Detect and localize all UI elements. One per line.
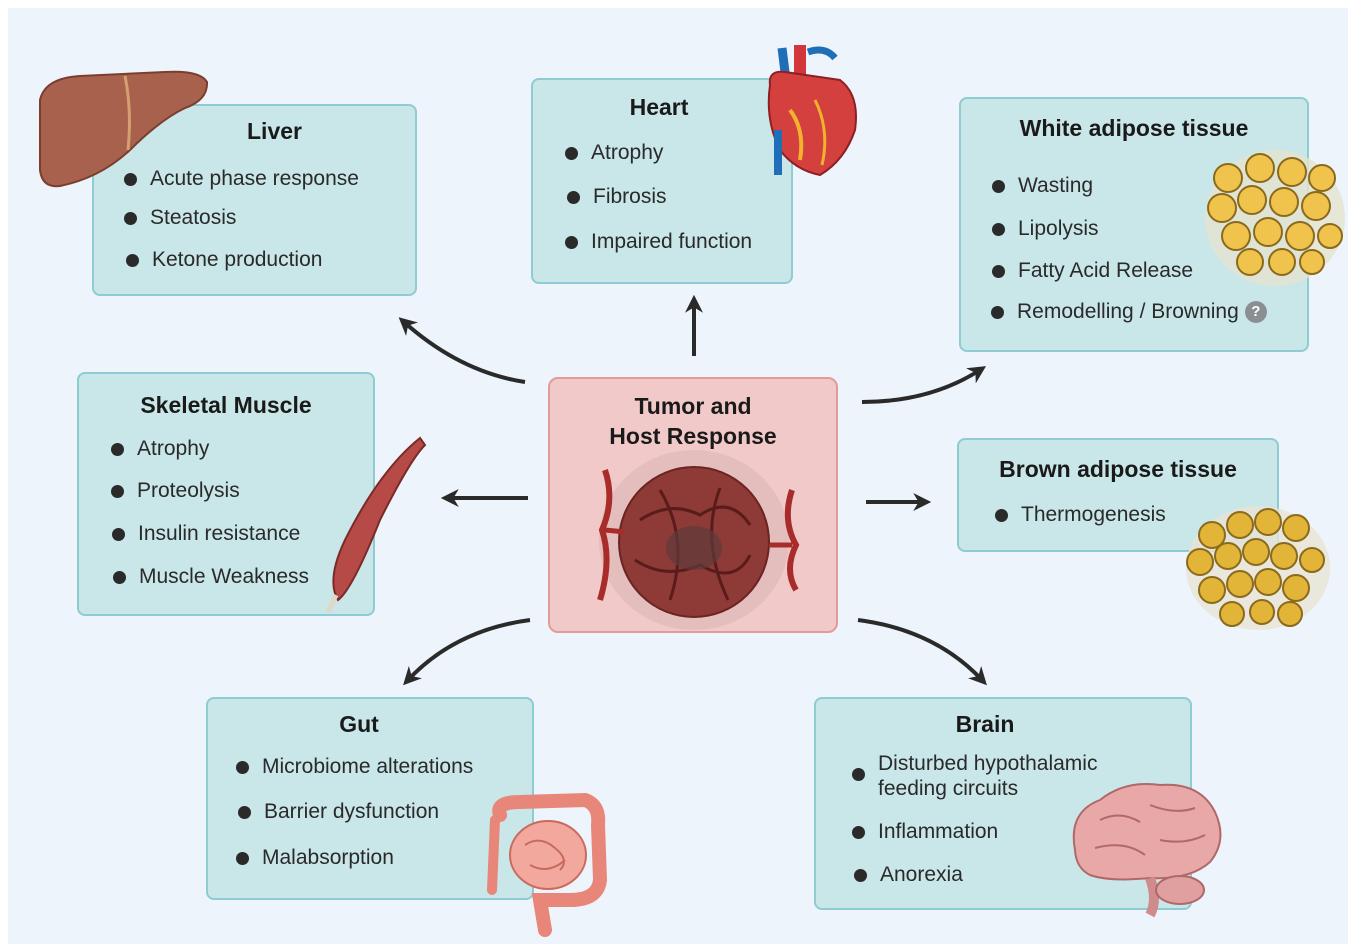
white-adipose-icon [1205, 150, 1345, 286]
brain-icon [1074, 784, 1221, 915]
muscle-icon [328, 438, 425, 612]
liver-icon [40, 72, 207, 186]
intestine-icon [492, 800, 600, 930]
tumor-icon [599, 450, 796, 630]
heart-icon [769, 45, 856, 175]
brown-adipose-icon [1186, 506, 1330, 630]
